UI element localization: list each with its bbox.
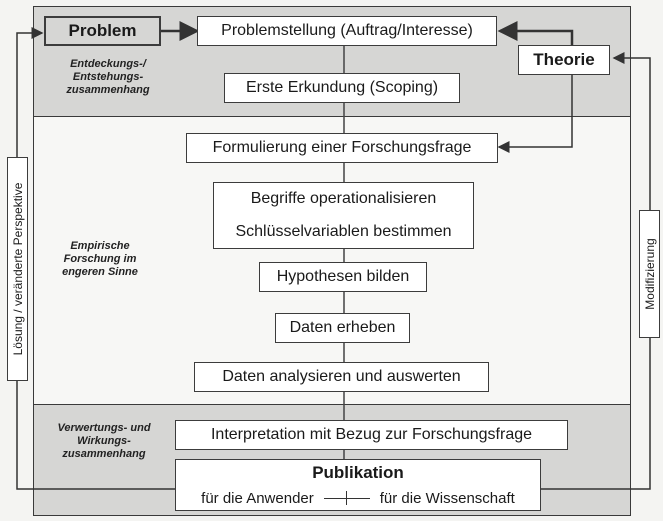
publikation-audience: für die Anwender für die Wissenschaft (201, 490, 515, 507)
loesung-feedback-text: Lösung / veränderte Perspektive (10, 182, 25, 356)
begriffe-text: Begriffe operationalisieren (250, 190, 437, 208)
daten-analysieren-box: Daten analysieren und auswerten (194, 362, 489, 392)
theorie-to-forschungsfrage-arrow (497, 73, 573, 153)
modifizierung-feedback-label: Modifizierung (639, 210, 660, 338)
theorie-box: Theorie (518, 45, 610, 75)
publikation-title: Publikation (312, 463, 404, 483)
forschungsfrage-box: Formulierung einer Forschungsfrage (186, 133, 498, 163)
theorie-to-problemstellung-arrow (497, 21, 574, 47)
problem-box: Problem (44, 16, 161, 46)
modifizierung-feedback-text: Modifizierung (642, 238, 657, 310)
problemstellung-box: Problemstellung (Auftrag/Interesse) (197, 16, 497, 46)
audience-separator (323, 491, 370, 506)
anwender-text: für die Anwender (201, 489, 314, 507)
zone-label-discovery: Entdeckungs-/ Entstehungs- zusammenhang (66, 58, 150, 96)
zone-empirical (33, 116, 631, 404)
erkundung-box: Erste Erkundung (Scoping) (224, 73, 460, 103)
hypothesen-box: Hypothesen bilden (259, 262, 427, 292)
interpretation-box: Interpretation mit Bezug zur Forschungsf… (175, 420, 568, 450)
publikation-box: Publikation für die Anwender für die Wis… (175, 459, 541, 511)
wissenschaft-text: für die Wissenschaft (379, 489, 515, 507)
daten-erheben-box: Daten erheben (275, 313, 410, 343)
operationalisierung-box: Begriffe operationalisieren Schlüsselvar… (213, 182, 474, 249)
zone-label-empirical: Empirische Forschung im engeren Sinne (62, 240, 138, 278)
loesung-feedback-label: Lösung / veränderte Perspektive (7, 157, 28, 381)
zone-label-application: Verwertungs- und Wirkungs- zusammenhang (57, 422, 151, 460)
schluessel-text: Schlüsselvariablen bestimmen (235, 222, 452, 240)
